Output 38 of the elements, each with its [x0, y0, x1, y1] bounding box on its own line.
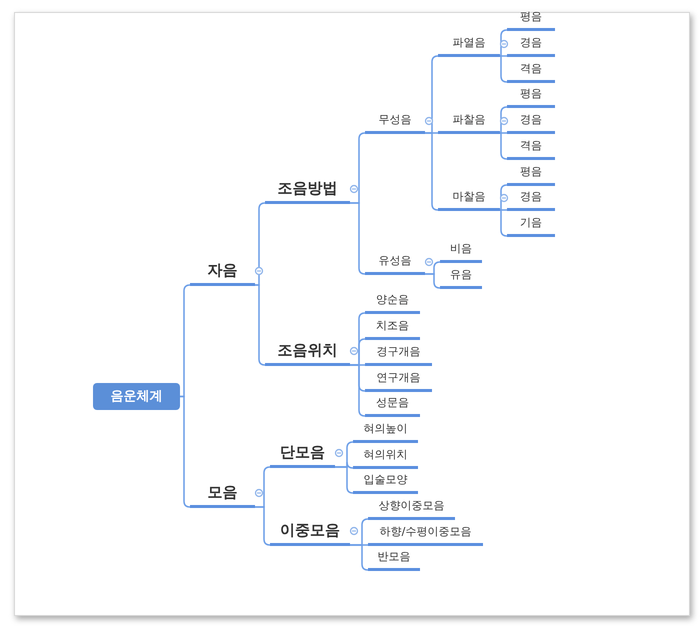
- branch-label: 양순음: [365, 292, 420, 314]
- branch-label: 경음: [507, 35, 555, 57]
- branch-label: 입술모양: [353, 472, 418, 494]
- connector-line: [500, 209, 507, 211]
- branch-label: 격음: [507, 138, 555, 160]
- connector-line: [425, 273, 441, 289]
- branch-label: 평음: [507, 9, 555, 31]
- topic-label: 모음: [190, 482, 255, 508]
- connector-line: [500, 132, 507, 134]
- branch-label: 유음: [440, 267, 482, 289]
- branch-label: 연구개음: [365, 370, 432, 392]
- root-topic-box: 음운체계: [93, 383, 180, 410]
- branch-label: 경구개음: [365, 344, 432, 366]
- branch-label: 파열음: [438, 35, 500, 57]
- branch-label: 경음: [507, 112, 555, 134]
- branch-label: 성문음: [365, 395, 420, 417]
- branch-label: 혀의위치: [353, 447, 418, 469]
- subtopic-label: 이중모음: [270, 520, 350, 546]
- branch-label: 마찰음: [438, 189, 500, 211]
- branch-label: 치조음: [365, 318, 420, 340]
- connector-line: [500, 55, 507, 57]
- branch-label: 유성음: [365, 253, 425, 275]
- branch-label: 격음: [507, 61, 555, 83]
- branch-label: 하향/수평이중모음: [368, 524, 483, 546]
- topic-label: 자음: [190, 260, 255, 286]
- branch-label: 기음: [507, 215, 555, 237]
- subtopic-label: 조음방법: [265, 178, 350, 204]
- branch-label: 평음: [507, 86, 555, 108]
- branch-label: 비음: [440, 241, 482, 263]
- branch-label: 상향이중모음: [368, 498, 455, 520]
- branch-label: 경음: [507, 189, 555, 211]
- branch-label: 혀의높이: [353, 421, 418, 443]
- branch-label: 평음: [507, 164, 555, 186]
- subtopic-label: 조음위치: [265, 340, 350, 366]
- subtopic-label: 단모음: [270, 442, 335, 468]
- branch-label: 파찰음: [438, 112, 500, 134]
- branch-label: 무성음: [365, 112, 425, 134]
- branch-label: 반모음: [368, 549, 420, 571]
